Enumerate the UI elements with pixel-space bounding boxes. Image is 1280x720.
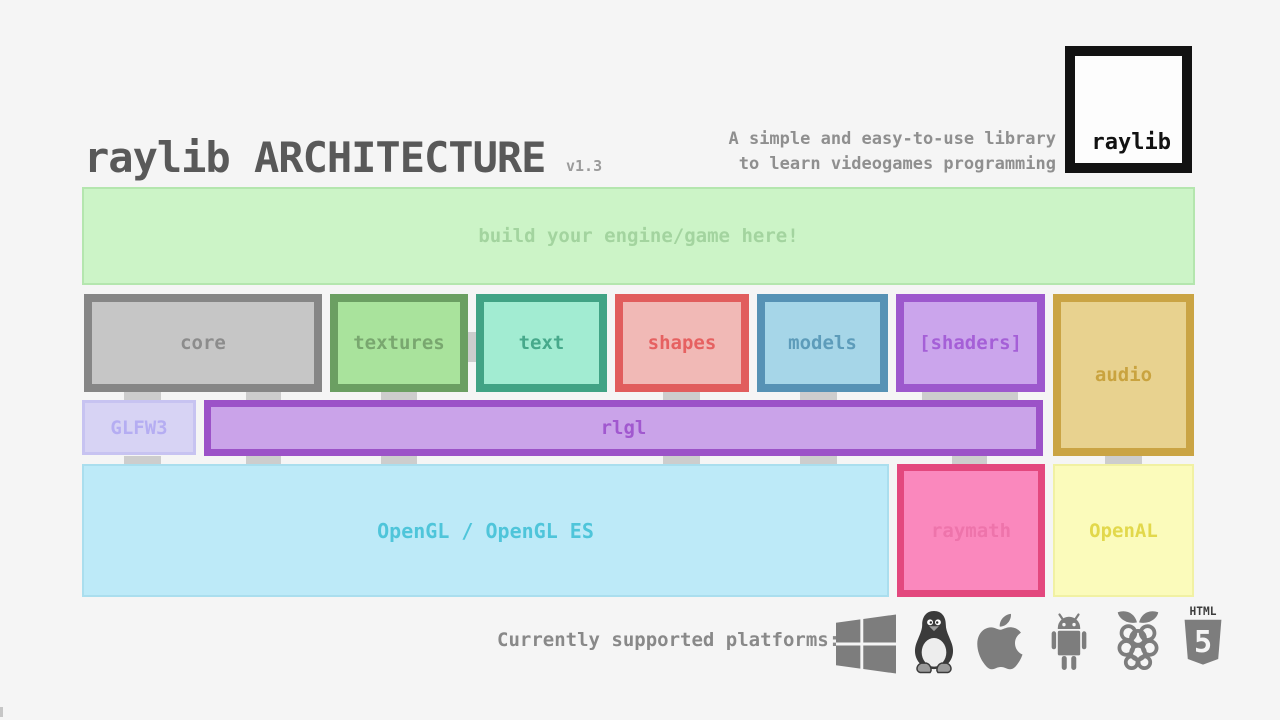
html5-icon: HTML 5 (1179, 604, 1227, 674)
module-models-box: models (757, 294, 888, 392)
connector-core-glfw3 (124, 392, 161, 401)
windows-icon (836, 614, 896, 674)
tagline-line2: to learn videogames programming (738, 154, 1056, 174)
raymath-box: raymath (897, 464, 1045, 597)
android-icon (1041, 611, 1097, 674)
connector-rlgl-opengl-4 (800, 456, 837, 465)
connector-rlgl-raymath (952, 456, 987, 465)
module-core-label: core (180, 332, 226, 354)
version-label: v1.3 (566, 157, 603, 175)
glfw3-label: GLFW3 (110, 416, 168, 439)
raylib-logo-text: raylib (1091, 130, 1171, 155)
module-text-label: text (518, 332, 565, 354)
page-title: raylib ARCHITECTURE (84, 133, 546, 182)
screen-edge-artifact (0, 707, 3, 717)
connector-rlgl-opengl-2 (381, 456, 417, 465)
tagline-line1: A simple and easy-to-use library (728, 129, 1056, 149)
connector-core-rlgl (246, 392, 281, 401)
module-shaders-label: [shaders] (919, 332, 1022, 354)
apple-icon (972, 608, 1028, 674)
glfw3-box: GLFW3 (82, 400, 196, 455)
tagline: A simple and easy-to-use library to lear… (728, 127, 1056, 177)
html5-top-text: HTML (1190, 605, 1217, 618)
engine-box: build your engine/game here! (82, 187, 1195, 285)
rlgl-label: rlgl (600, 417, 647, 439)
module-text-box: text (476, 294, 607, 392)
connector-rlgl-opengl-3 (663, 456, 700, 465)
module-audio-box: audio (1053, 294, 1194, 456)
html5-number: 5 (1194, 625, 1212, 660)
connector-audio-openal (1105, 456, 1142, 465)
connector-shapes-rlgl (663, 392, 700, 401)
platform-icons: HTML 5 (836, 602, 1222, 674)
module-shapes-label: shapes (647, 332, 717, 354)
opengl-box: OpenGL / OpenGL ES (82, 464, 889, 597)
connector-shaders-rlgl (922, 392, 1018, 401)
connector-rlgl-opengl-1 (246, 456, 281, 465)
module-textures-label: textures (353, 332, 445, 354)
module-textures-box: textures (330, 294, 468, 392)
raymath-label: raymath (930, 519, 1012, 542)
opengl-label: OpenGL / OpenGL ES (377, 518, 594, 543)
rlgl-box: rlgl (204, 400, 1043, 456)
module-audio-label: audio (1094, 364, 1153, 386)
raylib-logo: raylib (1065, 46, 1192, 173)
module-core-box: core (84, 294, 322, 392)
engine-box-label: build your engine/game here! (478, 225, 799, 247)
raspberry-pi-icon (1110, 608, 1166, 674)
connector-textures-rlgl (381, 392, 417, 401)
module-shaders-box: [shaders] (896, 294, 1045, 392)
openal-label: OpenAL (1089, 519, 1158, 542)
linux-tux-icon (909, 609, 959, 674)
platforms-label: Currently supported platforms: (497, 629, 841, 651)
module-shapes-box: shapes (615, 294, 749, 392)
openal-box: OpenAL (1053, 464, 1194, 597)
connector-models-rlgl (800, 392, 837, 401)
connector-glfw3-opengl (124, 456, 161, 465)
module-models-label: models (788, 332, 857, 354)
